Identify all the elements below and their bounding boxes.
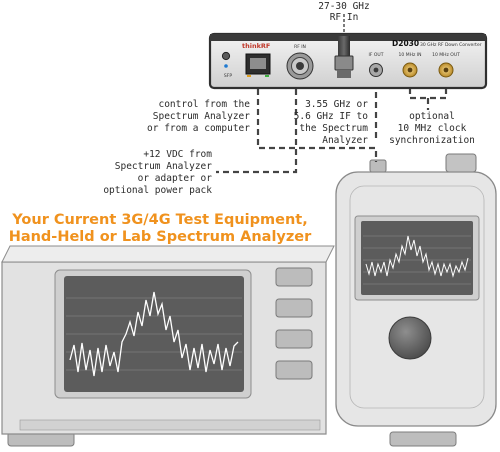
lab-analyzer-base-strip: [19, 419, 321, 431]
device-brand: thinkRF: [242, 42, 270, 50]
rf-in-connector-center-icon: [296, 62, 304, 70]
control-label-line-2: Spectrum Analyzer: [153, 111, 251, 122]
handheld-inner-outline: [349, 185, 485, 409]
control-label-line-3: or from a computer: [147, 123, 250, 134]
clock-label-line-1: optional: [409, 111, 455, 122]
port-label-sfp: SFP: [224, 73, 232, 79]
device-description: 30 GHz RF Down Converter: [420, 42, 482, 48]
if-label-line-2: 5.6 GHz IF to: [294, 111, 369, 122]
handheld-dial[interactable]: [388, 316, 432, 360]
lab-analyzer-softkey-1[interactable]: [275, 267, 313, 287]
leader-power: [216, 89, 298, 174]
clock-label-line-3: synchronization: [389, 135, 475, 146]
rf-in-label-line-2: RF In: [330, 12, 359, 23]
clock-label-line-2: 10 MHz clock: [398, 123, 467, 134]
lab-analyzer-trace: [69, 291, 239, 377]
if-label-line-1: 3.55 GHz or: [305, 99, 368, 110]
power-label-line-1: +12 VDC from: [143, 149, 212, 160]
down-converter-device: SFP thinkRF RF IN D2030 30 GHz RF Down C…: [208, 32, 488, 90]
port-label-rf-in: RF IN: [294, 44, 306, 50]
rf-cable-icon: [338, 36, 350, 58]
headline-line-1: Your Current 3G/4G Test Equipment,: [11, 212, 307, 228]
status-led-icon: [224, 64, 228, 68]
power-led-icon: [221, 51, 231, 61]
ethernet-led-left-icon: [247, 75, 251, 77]
lab-spectrum-analyzer: [1, 245, 457, 447]
if-label-line-4: Analyzer: [322, 135, 368, 146]
rf-cable-nut-icon: [334, 55, 354, 71]
handheld-spectrum-analyzer: [335, 153, 497, 427]
device-model: D2030: [392, 39, 419, 48]
power-label-line-2: Spectrum Analyzer: [115, 161, 213, 172]
lab-analyzer-softkey-4[interactable]: [275, 360, 313, 380]
ethernet-jack-icon: [250, 58, 266, 69]
lab-analyzer-softkey-3[interactable]: [275, 329, 313, 349]
if-label-line-3: the Spectrum: [299, 123, 368, 134]
lab-analyzer-foot-right: [389, 431, 457, 447]
handheld-trace: [365, 235, 469, 278]
10mhz-in-center-icon: [407, 67, 413, 73]
handheld-handle: [445, 153, 477, 173]
power-label-line-3: or adapter or: [138, 173, 213, 184]
leader-clock: [408, 88, 448, 100]
port-label-if-out: IF OUT: [369, 52, 384, 58]
lab-analyzer-top: [1, 245, 335, 263]
10mhz-out-center-icon: [443, 67, 449, 73]
port-label-10mhz-out: 10 MHz OUT: [432, 52, 460, 58]
port-label-10mhz-in: 10 MHz IN: [399, 52, 422, 58]
ethernet-led-right-icon: [265, 75, 269, 77]
control-label-line-1: control from the: [158, 99, 250, 110]
leader-lines: [216, 88, 448, 174]
power-label-line-4: optional power pack: [103, 185, 212, 196]
lab-analyzer-softkey-2[interactable]: [275, 298, 313, 318]
handheld-screen: [361, 221, 473, 295]
if-out-connector-center-icon: [373, 67, 379, 73]
rf-in-label-line-1: 27-30 GHz: [318, 1, 369, 12]
leader-control: [256, 89, 378, 162]
headline-line-2: Hand-Held or Lab Spectrum Analyzer: [9, 229, 312, 245]
rf-cable-tip-icon: [337, 70, 351, 78]
handheld-connector: [369, 159, 387, 173]
